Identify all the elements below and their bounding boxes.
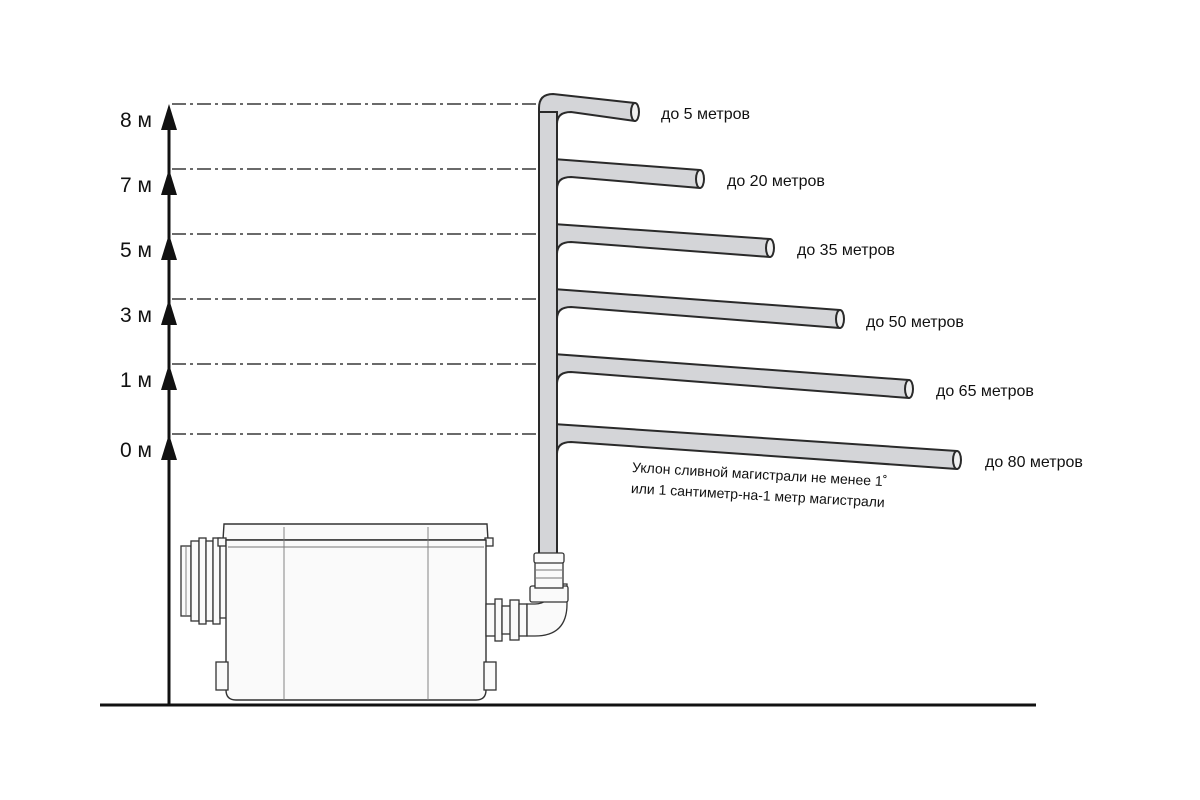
height-label-0м: 0 м xyxy=(120,439,152,462)
pipe-end-5м xyxy=(765,238,775,258)
inlet-bellows xyxy=(180,537,229,625)
arrow-up-icon xyxy=(161,434,177,460)
length-label-5м: до 35 метров xyxy=(797,242,895,259)
height-label-3м: 3 м xyxy=(120,304,152,327)
pipe-end-0м xyxy=(952,450,962,470)
pump-unit xyxy=(180,523,569,701)
length-label-0м: до 80 метров xyxy=(985,454,1083,471)
length-labels: до 5 метров до 20 метров до 35 метров до 50… xyxy=(661,106,1083,471)
pipe-end-7м xyxy=(695,169,705,189)
arrow-up-icon xyxy=(161,234,177,260)
length-label-7м: до 20 метров xyxy=(727,173,825,190)
slope-note: Уклон сливной магистрали не менее 1˚ или… xyxy=(631,459,888,510)
outlet-fitting xyxy=(485,552,569,642)
branch-pipe-0м xyxy=(538,423,958,470)
discharge-branches xyxy=(538,93,962,470)
branch-pipe-3м xyxy=(538,288,841,330)
branch-pipe-1м xyxy=(538,353,910,399)
height-arrows xyxy=(161,104,177,460)
arrow-up-icon xyxy=(161,169,177,195)
pipe-end-3м xyxy=(835,309,845,329)
height-label-5м: 5 м xyxy=(120,239,152,262)
height-labels: 8 м 7 м 5 м 3 м 1 м 0 м xyxy=(120,109,152,462)
branch-pipe-7м xyxy=(538,158,701,200)
length-label-1м: до 65 метров xyxy=(936,383,1034,400)
arrow-up-icon xyxy=(161,364,177,390)
height-label-8м: 8 м xyxy=(120,109,152,132)
pipe-end-1м xyxy=(904,379,914,399)
arrow-up-icon xyxy=(161,104,177,130)
length-label-3м: до 50 метров xyxy=(866,314,964,331)
height-label-1м: 1 м xyxy=(120,369,152,392)
branch-pipe-5м xyxy=(538,223,771,265)
pipe-end-8м xyxy=(630,102,640,122)
arrow-up-icon xyxy=(161,299,177,325)
vertical-riser-pipe xyxy=(538,111,558,557)
length-label-8м: до 5 метров xyxy=(661,106,750,123)
height-label-7м: 7 м xyxy=(120,174,152,197)
level-leader-lines xyxy=(172,103,538,435)
